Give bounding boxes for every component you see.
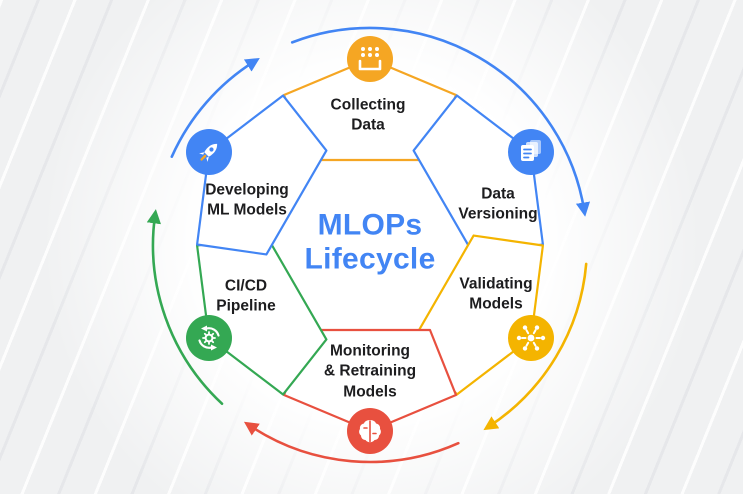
cycle-arrows bbox=[146, 26, 591, 464]
segment-shape-collecting-data bbox=[282, 57, 458, 162]
segment-shape-validating-models bbox=[412, 234, 545, 396]
stacked-documents-icon bbox=[521, 140, 541, 161]
segment-icon-collecting-data bbox=[347, 36, 393, 82]
brain-icon bbox=[359, 420, 381, 443]
segment-icon-developing-ml-models bbox=[186, 129, 232, 175]
icon-circle bbox=[186, 315, 232, 361]
segment-shape-monitoring-retraining bbox=[282, 328, 458, 433]
arrow-left-up-icon bbox=[146, 209, 224, 405]
rocket-icon bbox=[199, 143, 218, 162]
segment-shape-cicd-pipeline bbox=[195, 234, 328, 396]
arrow-top-left-icon bbox=[170, 57, 260, 158]
segment-icon-monitoring-retraining bbox=[347, 408, 393, 454]
segment-icon-cicd-pipeline bbox=[186, 315, 232, 361]
segment-icons bbox=[186, 36, 554, 454]
segment-icon-data-versioning bbox=[508, 129, 554, 175]
sync-gears-icon bbox=[198, 325, 220, 351]
segment-icon-validating-models bbox=[508, 315, 554, 361]
segment-shape-developing-ml-models bbox=[195, 94, 328, 256]
segment-shapes bbox=[195, 57, 545, 433]
segment-shape-data-versioning bbox=[412, 94, 545, 256]
network-hub-icon bbox=[516, 325, 546, 351]
data-collection-icon bbox=[358, 47, 382, 71]
arrow-bottom-icon bbox=[243, 421, 460, 464]
icon-circle bbox=[347, 36, 393, 82]
arrow-top-to-right-icon bbox=[290, 26, 591, 217]
arrow-right-to-bottom-icon bbox=[483, 262, 588, 431]
